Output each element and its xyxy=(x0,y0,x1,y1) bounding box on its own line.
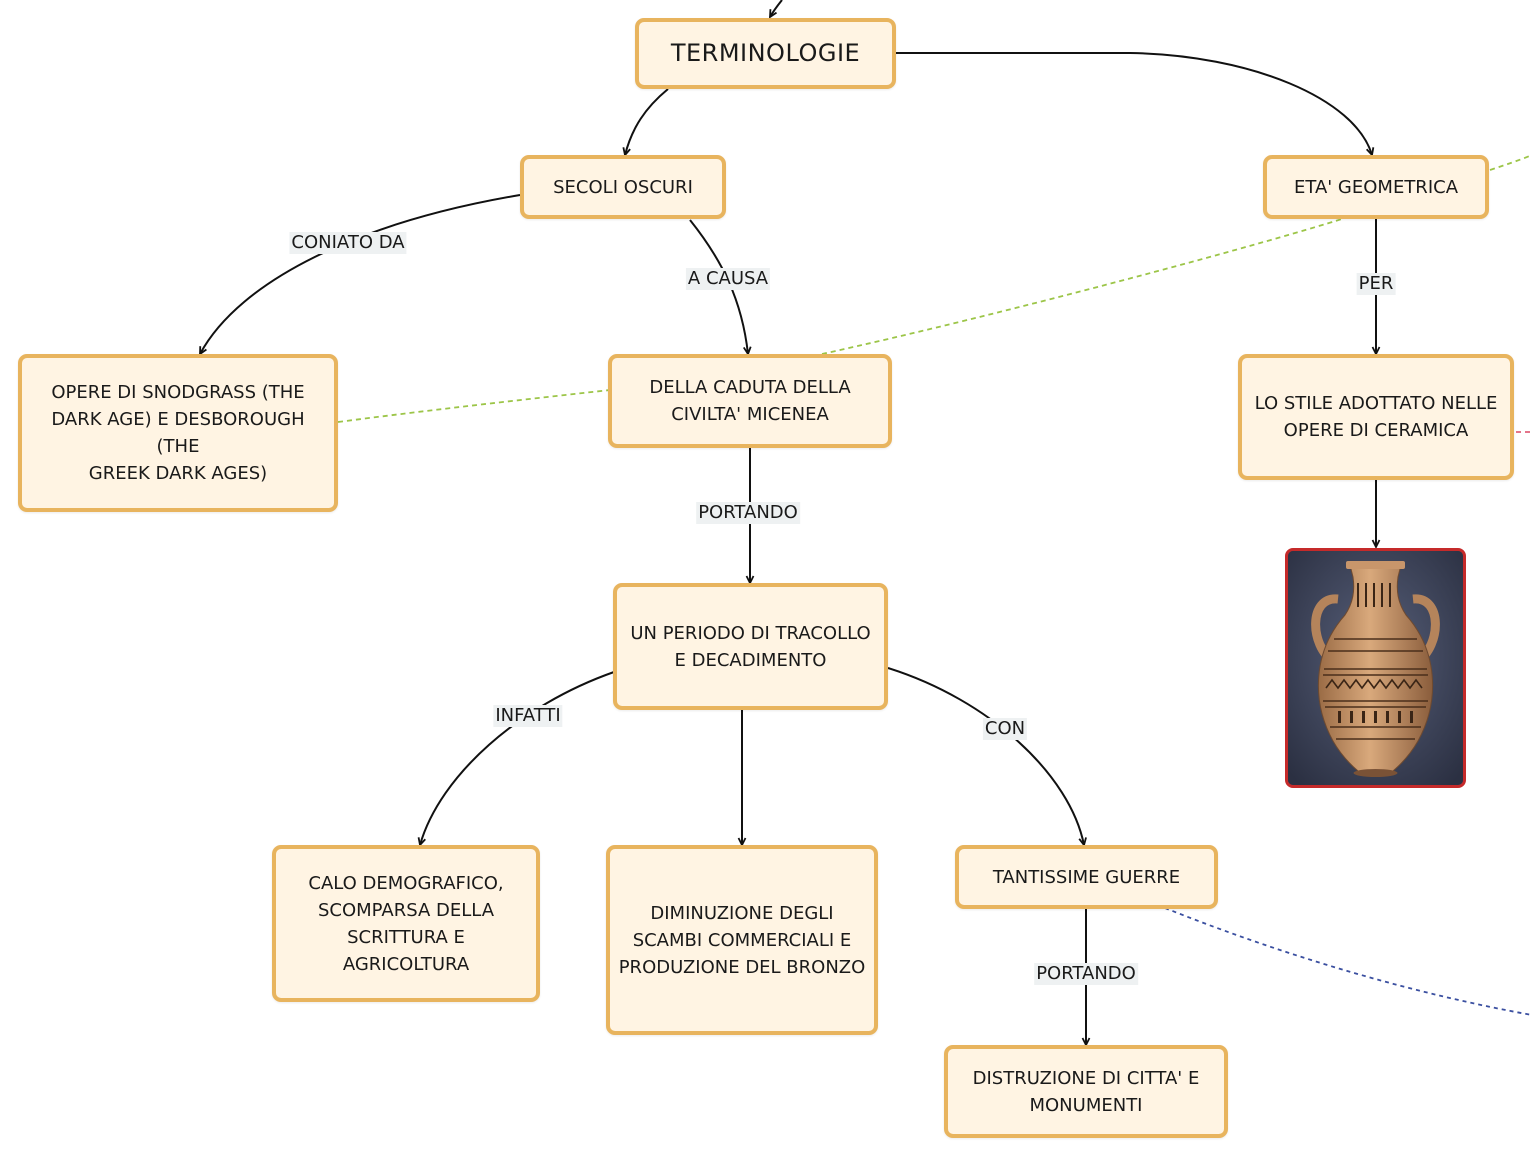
node-eta-geometrica-label: ETA' GEOMETRICA xyxy=(1293,176,1459,198)
node-diminuzione-scambi-label: DIMINUZIONE DEGLI SCAMBI COMMERCIALI E P… xyxy=(618,902,866,978)
edge-label-a-causa: A CAUSA xyxy=(685,268,771,290)
connector-terminologie-secoli xyxy=(625,88,669,155)
node-distruzione-citta-label: DISTRUZIONE DI CITTA' E MONUMENTI xyxy=(972,1067,1200,1116)
node-periodo-tracollo-label: UN PERIODO DI TRACOLLO E DECADIMENTO xyxy=(630,622,871,671)
connector-periodo-guerre xyxy=(887,667,1084,845)
dashed-link-green-left xyxy=(337,389,611,423)
node-distruzione-citta[interactable]: DISTRUZIONE DI CITTA' E MONUMENTI xyxy=(944,1045,1228,1138)
node-opere-snodgrass-label: OPERE DI SNODGRASS (THE DARK AGE) E DESB… xyxy=(51,382,305,484)
node-caduta-civilta[interactable]: DELLA CADUTA DELLA CIVILTA' MICENEA xyxy=(608,354,892,448)
image-node-amphora[interactable] xyxy=(1285,548,1466,788)
connector-top-incoming xyxy=(770,0,783,17)
edge-label-con: CON xyxy=(982,718,1028,740)
edge-label-infatti: INFATTI xyxy=(493,705,563,727)
node-eta-geometrica[interactable]: ETA' GEOMETRICA xyxy=(1263,155,1489,219)
node-terminologie-label: TERMINOLOGIE xyxy=(670,39,861,67)
edge-label-portando-2: PORTANDO xyxy=(1034,963,1138,985)
dashed-link-green-edge xyxy=(1489,154,1532,171)
edge-label-coniato-da: CONIATO DA xyxy=(289,232,407,254)
node-tantissime-guerre-label: TANTISSIME GUERRE xyxy=(992,866,1181,888)
node-opere-snodgrass[interactable]: OPERE DI SNODGRASS (THE DARK AGE) E DESB… xyxy=(18,354,338,512)
node-calo-demografico[interactable]: CALO DEMOGRAFICO, SCOMPARSA DELLA SCRITT… xyxy=(272,845,540,1002)
node-calo-demografico-label: CALO DEMOGRAFICO, SCOMPARSA DELLA SCRITT… xyxy=(308,872,504,975)
node-stile-adottato[interactable]: LO STILE ADOTTATO NELLE OPERE DI CERAMIC… xyxy=(1238,354,1514,480)
node-caduta-civilta-label: DELLA CADUTA DELLA CIVILTA' MICENEA xyxy=(649,377,851,425)
connector-periodo-calo xyxy=(420,671,615,845)
node-periodo-tracollo[interactable]: UN PERIODO DI TRACOLLO E DECADIMENTO xyxy=(613,583,888,710)
node-stile-adottato-label: LO STILE ADOTTATO NELLE OPERE DI CERAMIC… xyxy=(1254,393,1498,441)
node-secoli-oscuri-label: SECOLI OSCURI xyxy=(553,176,693,198)
node-diminuzione-scambi[interactable]: DIMINUZIONE DEGLI SCAMBI COMMERCIALI E P… xyxy=(606,845,878,1035)
node-secoli-oscuri[interactable]: SECOLI OSCURI xyxy=(520,155,726,219)
edge-label-per: PER xyxy=(1356,273,1396,295)
node-tantissime-guerre[interactable]: TANTISSIME GUERRE xyxy=(955,845,1218,909)
edge-label-portando-1: PORTANDO xyxy=(696,502,800,524)
dashed-link-blue xyxy=(1164,907,1532,1016)
geometric-amphora-image xyxy=(1288,551,1463,785)
node-terminologie[interactable]: TERMINOLOGIE xyxy=(635,18,896,89)
connector-terminologie-geometrica xyxy=(896,52,1372,155)
connector-secoli-opere xyxy=(200,194,521,354)
dashed-link-green-right xyxy=(821,217,1346,355)
